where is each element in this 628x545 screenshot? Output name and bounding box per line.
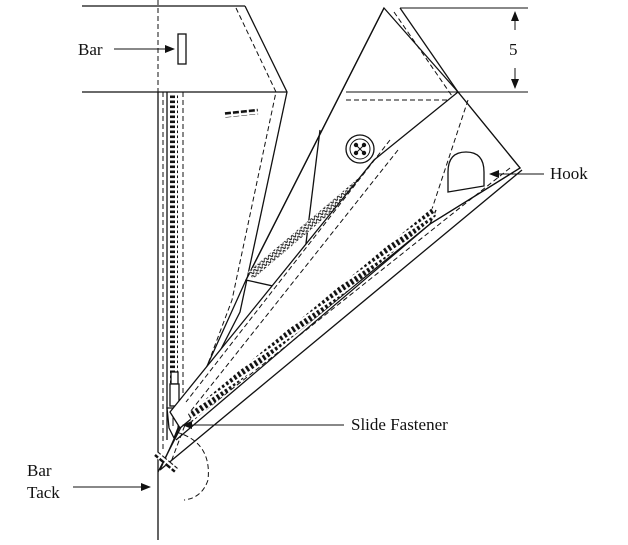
bar-label: Bar: [78, 40, 103, 59]
buttonhole-stitch: [223, 108, 259, 118]
diagonal-zipper-teeth: [188, 208, 436, 422]
hook-label: Hook: [550, 164, 588, 183]
zipper-slider: [166, 371, 181, 440]
label-bar-tack: Bar Tack: [27, 461, 151, 502]
label-hook: Hook: [489, 164, 588, 183]
bar-tack-label-line2: Tack: [27, 483, 60, 502]
zipper-tape-right: [169, 91, 521, 441]
bar-rect: [177, 33, 187, 65]
bar-tack-curve: [175, 431, 209, 501]
vertical-zipper-teeth: [170, 95, 178, 395]
dimension-label: 5: [509, 40, 518, 59]
bar-tack-label-line1: Bar: [27, 461, 52, 480]
slide-fastener-label: Slide Fastener: [351, 415, 448, 434]
bar-tack-stitch: [154, 451, 178, 473]
label-slide-fastener: Slide Fastener: [182, 415, 448, 434]
button: [345, 134, 375, 164]
hook-shape: [447, 151, 485, 193]
dimension-marker: 5: [400, 7, 528, 93]
label-bar: Bar: [78, 40, 175, 59]
